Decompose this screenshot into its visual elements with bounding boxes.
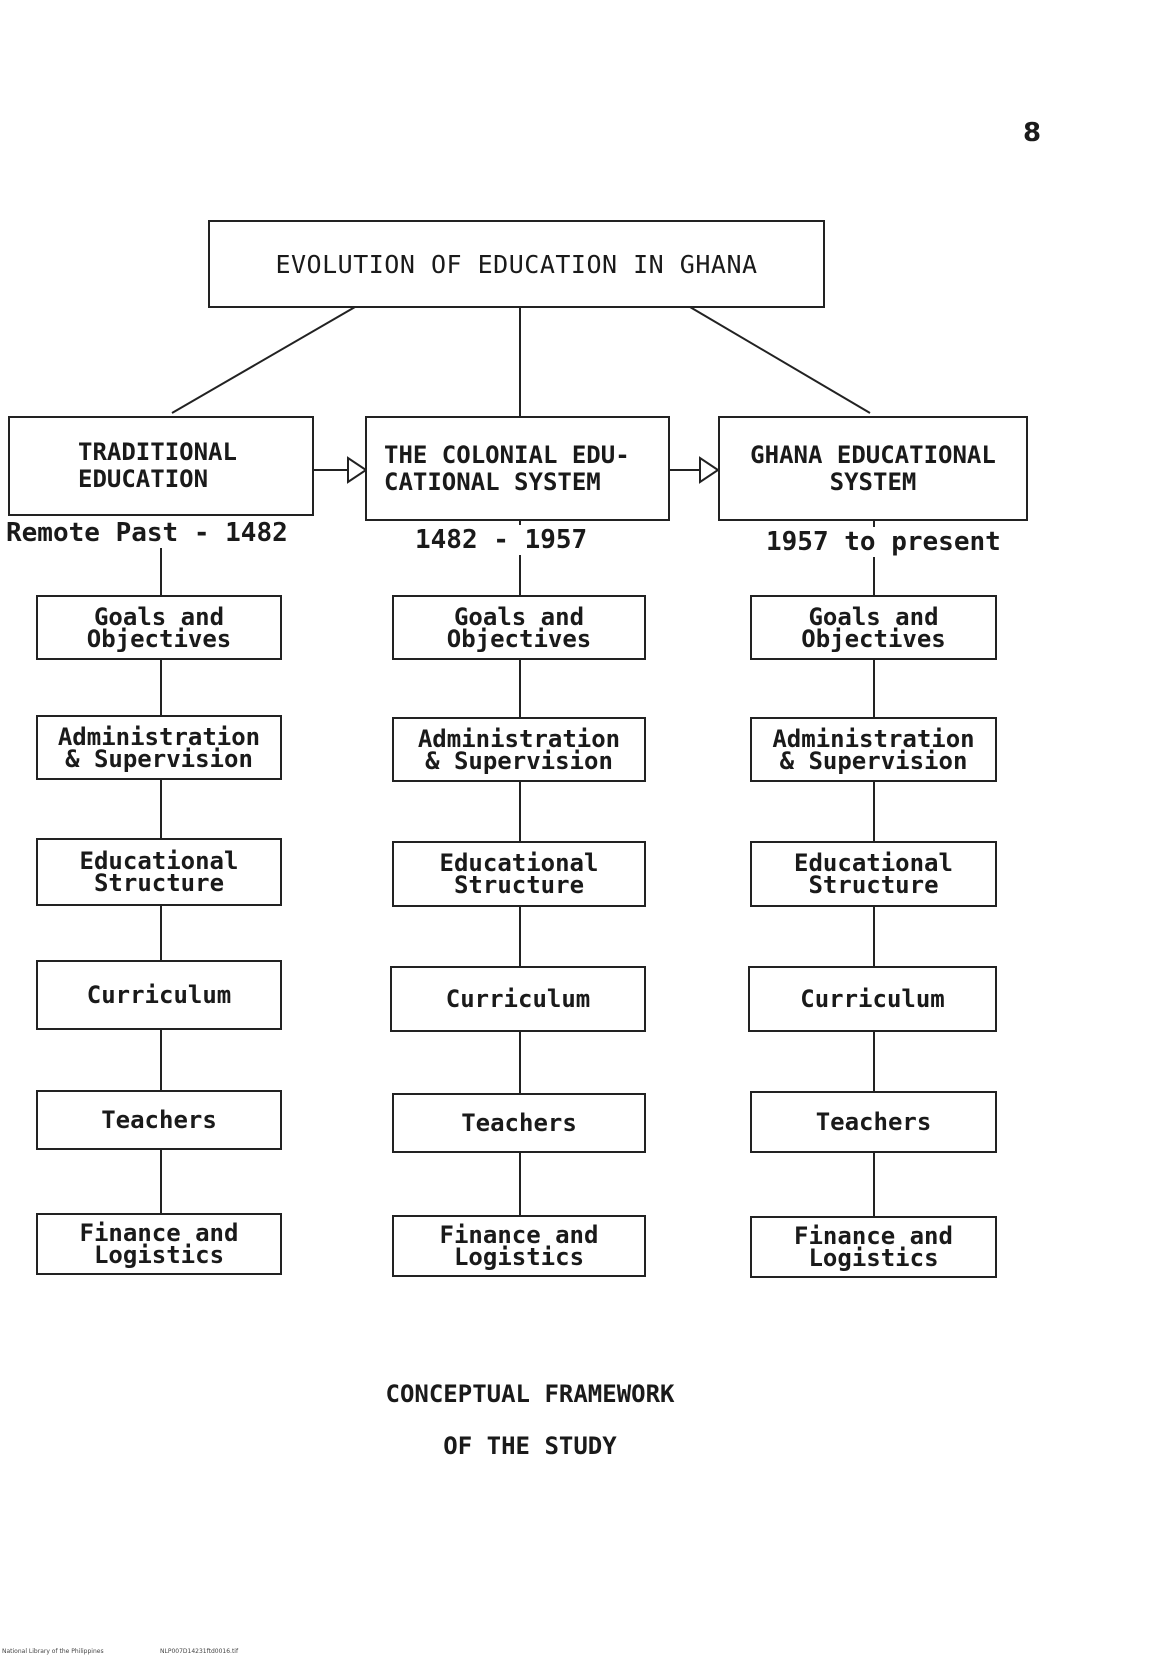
component-curriculum-ghana: Curriculum (748, 966, 997, 1032)
caption-line-1: CONCEPTUAL FRAMEWORK (385, 1380, 675, 1408)
component-line: Goals and (808, 602, 939, 631)
component-teachers-ghana: Teachers (750, 1091, 997, 1153)
component-line: Administration (57, 722, 261, 751)
component-line: Structure (453, 871, 585, 899)
component-line: Objectives (86, 624, 232, 653)
component-finance-traditional: Finance and Logistics (36, 1213, 282, 1275)
component-line: Objectives (801, 624, 946, 653)
title-to-ghana-line (689, 306, 871, 414)
component-line: Logistics (93, 1241, 225, 1269)
footer-library: National Library of the Philippines (2, 1648, 104, 1655)
component-structure-colonial: Educational Structure (392, 841, 646, 907)
component-administration-ghana: Administration & Supervision (750, 717, 997, 782)
component-finance-ghana: Finance and Logistics (750, 1216, 997, 1278)
component-line: & Supervision (425, 746, 613, 775)
component-line: Teachers (101, 1106, 217, 1134)
arrow-traditional-colonial-head (347, 456, 368, 484)
system-box-ghana: GHANA EDUCATIONAL SYSTEM (718, 416, 1028, 521)
system-label-line: GHANA EDUCATIONAL (750, 440, 996, 469)
title-box: EVOLUTION OF EDUCATION IN GHANA (208, 220, 825, 308)
system-label-line: THE COLONIAL EDU- (384, 440, 630, 469)
component-line: Curriculum (86, 981, 232, 1009)
component-line: Educational (439, 849, 599, 877)
component-curriculum-traditional: Curriculum (36, 960, 282, 1030)
component-line: Curriculum (800, 985, 945, 1013)
component-line: & Supervision (779, 746, 968, 775)
component-teachers-traditional: Teachers (36, 1090, 282, 1150)
component-line: Finance and (439, 1221, 599, 1249)
component-line: Goals and (93, 602, 225, 631)
component-goals-colonial: Goals and Objectives (392, 595, 646, 660)
component-line: Educational (79, 847, 239, 875)
component-line: Administration (772, 724, 975, 753)
component-administration-colonial: Administration & Supervision (392, 717, 646, 782)
component-line: Goals and (453, 602, 585, 631)
component-line: Structure (93, 869, 225, 897)
component-line: Curriculum (445, 985, 591, 1013)
page-number: 8 (1023, 118, 1042, 148)
component-curriculum-colonial: Curriculum (390, 966, 646, 1032)
component-structure-ghana: Educational Structure (750, 841, 997, 907)
component-administration-traditional: Administration & Supervision (36, 715, 282, 780)
caption-line-2: OF THE STUDY (443, 1432, 617, 1460)
component-goals-traditional: Goals and Objectives (36, 595, 282, 660)
component-line: Structure (808, 871, 939, 899)
component-line: Teachers (815, 1108, 932, 1136)
period-traditional: Remote Past - 1482 (6, 518, 288, 548)
footer-file: NLP007D14231ftd0016.tif (160, 1648, 239, 1655)
arrow-colonial-ghana-head (699, 456, 720, 484)
component-line: Logistics (808, 1244, 939, 1272)
component-line: Educational (794, 849, 953, 877)
period-ghana: 1957 to present (766, 527, 1001, 557)
component-teachers-colonial: Teachers (392, 1093, 646, 1153)
component-goals-ghana: Goals and Objectives (750, 595, 997, 660)
component-line: Objectives (446, 624, 592, 653)
component-line: Finance and (79, 1219, 239, 1247)
component-line: & Supervision (65, 744, 253, 773)
period-colonial: 1482 - 1957 (415, 525, 588, 555)
system-label-line: CATIONAL SYSTEM (384, 467, 601, 496)
component-line: Logistics (453, 1243, 585, 1271)
system-label-line: SYSTEM (829, 467, 917, 496)
system-box-traditional: TRADITIONAL EDUCATION (8, 416, 314, 516)
component-line: Finance and (794, 1222, 953, 1250)
component-line: Teachers (461, 1109, 577, 1137)
system-box-colonial: THE COLONIAL EDU- CATIONAL SYSTEM (365, 416, 670, 521)
component-finance-colonial: Finance and Logistics (392, 1215, 646, 1277)
system-label-line: TRADITIONAL (78, 438, 237, 466)
title-to-traditional-line (171, 306, 356, 414)
component-structure-traditional: Educational Structure (36, 838, 282, 906)
component-line: Administration (417, 724, 621, 753)
title-text: EVOLUTION OF EDUCATION IN GHANA (275, 249, 758, 279)
system-label-line: EDUCATION (78, 465, 209, 493)
